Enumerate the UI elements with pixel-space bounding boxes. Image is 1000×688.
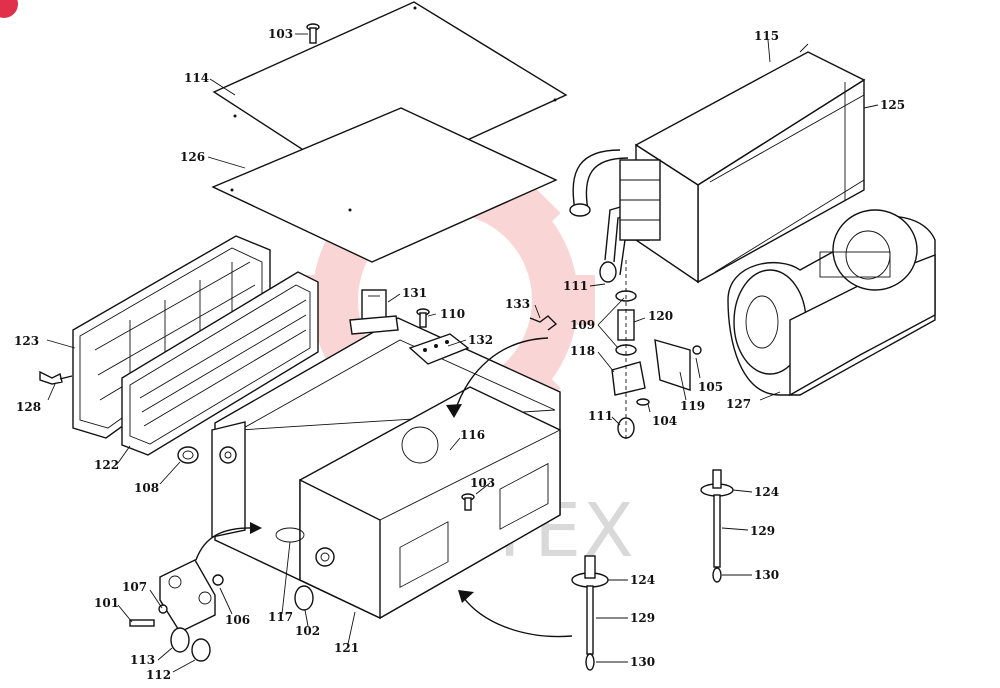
callout-110: 110 — [440, 307, 465, 321]
callout-124-upper: 124 — [754, 485, 779, 499]
callout-108: 108 — [134, 481, 159, 495]
filter-media — [121, 271, 319, 456]
callout-117: 117 — [268, 610, 293, 624]
callout-113: 113 — [130, 653, 155, 667]
callout-101: 101 — [94, 596, 119, 610]
callout-111-lower: 111 — [588, 409, 613, 423]
drain-block — [129, 559, 224, 662]
callout-107: 107 — [122, 580, 147, 594]
screw-top — [306, 23, 320, 44]
callout-127: 127 — [726, 397, 751, 411]
clip-133 — [529, 315, 558, 331]
shaft-upper — [700, 469, 734, 583]
callout-133: 133 — [505, 297, 530, 311]
callout-122: 122 — [94, 458, 119, 472]
callout-130-lower: 130 — [630, 655, 655, 669]
callout-114: 114 — [184, 71, 209, 85]
screw-lower — [461, 493, 475, 511]
grommet-102 — [294, 585, 314, 611]
assembly-arrow-2 — [463, 597, 573, 638]
callout-106: 106 — [225, 613, 250, 627]
callout-129-upper: 129 — [750, 524, 775, 538]
callout-128: 128 — [16, 400, 41, 414]
bushing-108 — [177, 446, 199, 464]
assembly-arrow-3 — [195, 527, 256, 561]
relay-block — [349, 289, 399, 335]
callout-123: 123 — [14, 334, 39, 348]
arrow-head-3 — [250, 522, 262, 534]
callout-116: 116 — [460, 428, 485, 442]
callout-118: 118 — [570, 344, 595, 358]
terminal-board — [408, 333, 470, 365]
shaft-lower — [571, 555, 609, 671]
heat-exchanger-coil — [569, 43, 866, 284]
callout-115: 115 — [754, 29, 779, 43]
callout-129-lower: 129 — [630, 611, 655, 625]
callout-104: 104 — [652, 414, 677, 428]
corner-badge — [0, 0, 18, 18]
callout-119: 119 — [680, 399, 705, 413]
callout-112: 112 — [146, 668, 171, 682]
callout-105: 105 — [698, 380, 723, 394]
callout-120: 120 — [648, 309, 673, 323]
leader-lines — [46, 33, 879, 673]
callout-labels: 103 114 126 115 125 131 110 133 132 111 … — [14, 27, 905, 682]
arrow-head-2 — [458, 590, 474, 603]
callout-103-lower: 103 — [470, 476, 495, 490]
callout-121: 121 — [334, 641, 359, 655]
callout-103-top: 103 — [268, 27, 293, 41]
callout-111-upper: 111 — [563, 279, 588, 293]
insulation-panel — [211, 107, 558, 263]
callout-124-lower: 124 — [630, 573, 655, 587]
callout-126: 126 — [180, 150, 205, 164]
callout-109: 109 — [570, 318, 595, 332]
screw-110 — [416, 308, 430, 328]
callout-102: 102 — [295, 624, 320, 638]
blower-assembly — [727, 209, 936, 397]
assembly-arrow-1 — [453, 337, 549, 415]
valve-assembly — [611, 260, 702, 440]
arrow-head-1 — [446, 404, 462, 418]
main-housing — [211, 317, 561, 620]
callout-131: 131 — [402, 286, 427, 300]
callout-130-upper: 130 — [754, 568, 779, 582]
callout-125: 125 — [880, 98, 905, 112]
wing-nut — [39, 370, 73, 385]
callout-132: 132 — [468, 333, 493, 347]
